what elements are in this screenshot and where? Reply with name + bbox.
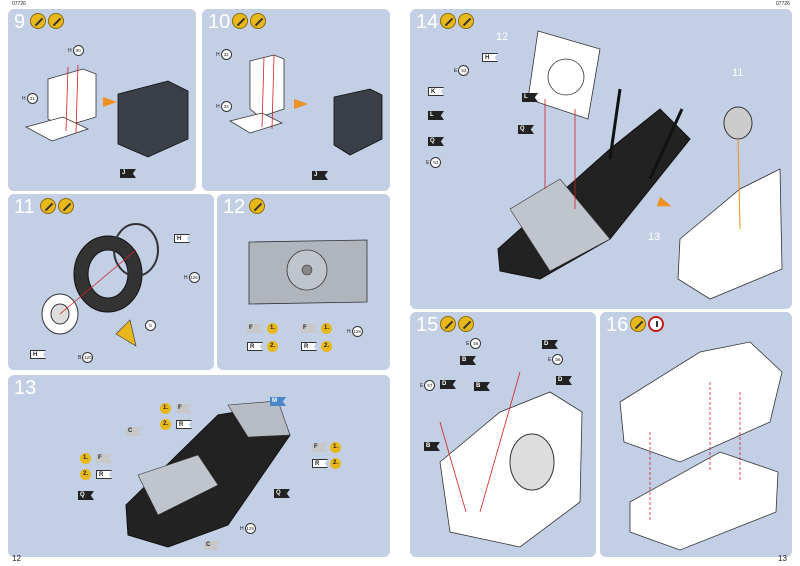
step-order-2-top: 2. (160, 419, 171, 430)
decal-flag-c-bottom: C (204, 541, 220, 550)
callout-part-8: 8 (748, 512, 755, 524)
callout-part-12: 12 (496, 31, 509, 43)
decal-flag-d-top: D (542, 340, 558, 349)
body-assembly-drawing (497, 30, 783, 300)
header-right-code: 07726 (776, 1, 790, 7)
decal-flag-f-left: F (247, 324, 263, 333)
decal-flag-b-top: B (460, 356, 476, 365)
glue-icon (458, 316, 474, 332)
step-order-1-right: 1. (330, 442, 341, 453)
step-number: 9 (14, 11, 26, 33)
step-number: 16 (606, 314, 629, 336)
front-assembly-drawing (439, 371, 583, 548)
final-assembly-drawing (619, 341, 783, 551)
brush-icon (440, 316, 456, 332)
decal-flag-q-left: Q (428, 137, 444, 146)
decal-flag-l-right: L (522, 93, 538, 102)
brush-icon (30, 13, 46, 29)
step-16-panel: 16 8 (600, 312, 792, 557)
step-order-2-left: 2. (267, 341, 278, 352)
step-number: 12 (223, 196, 246, 218)
glue-icon (48, 13, 64, 29)
decal-flag-c-top: C (126, 427, 142, 436)
step-order-1-left: 1. (80, 453, 91, 464)
brush-icon (40, 198, 56, 214)
callout-part-11: 11 (732, 67, 744, 79)
glue-icon (58, 198, 74, 214)
step-number: 14 (416, 11, 439, 33)
wheel-drawing (41, 223, 159, 347)
step-13-panel: 13 M 1. F 2. R C 1. F 2. R Q F 1. R 2. Q… (8, 375, 390, 557)
step-number: 10 (208, 11, 231, 33)
decal-flag-q-right: Q (518, 125, 534, 134)
decal-flag-b-mid: B (474, 382, 490, 391)
brush-icon (249, 198, 265, 214)
decal-flag-j: J (120, 169, 136, 178)
page-number-right: 13 (778, 554, 787, 563)
brush-icon (630, 316, 646, 332)
assembly-arrow (103, 97, 117, 107)
page-number-left: 12 (12, 554, 21, 563)
chassis-drawing (125, 400, 291, 548)
step-number: 15 (416, 314, 439, 336)
brush-icon (232, 13, 248, 29)
decal-flag-q-left: Q (78, 491, 94, 500)
part-label-5: 5 (144, 320, 156, 331)
decal-flag-q-right: Q (274, 489, 290, 498)
step-order-1-right: 1. (321, 323, 332, 334)
decal-flag-b-bottom: B (424, 442, 440, 451)
decal-flag-m: M (270, 397, 286, 406)
glue-icon (458, 13, 474, 29)
decal-flag-l-left: L (428, 111, 444, 120)
step-number: 11 (14, 196, 35, 218)
decal-flag-f-right: F (301, 324, 317, 333)
decal-flag-f-right: F (312, 443, 328, 452)
decal-flag-d-left: D (440, 380, 456, 389)
step-order-2-left: 2. (80, 469, 91, 480)
bench-seat-drawing (24, 64, 189, 158)
glue-icon (250, 13, 266, 29)
clock-icon (648, 316, 664, 332)
decal-flag-f-left: F (96, 454, 112, 463)
assembly-arrow (294, 99, 308, 109)
decal-flag-f-top: F (176, 404, 192, 413)
step-number: 13 (14, 377, 37, 399)
step-order-1-top: 1. (160, 403, 171, 414)
header-left-code: 07726 (12, 1, 26, 7)
grille-drawing (248, 239, 368, 305)
decal-flag-d-right: D (556, 376, 572, 385)
callout-part-13: 13 (648, 231, 661, 243)
single-seat-drawing (228, 54, 383, 156)
decal-flag-j: J (312, 171, 328, 180)
step-order-2-right: 2. (321, 341, 332, 352)
step-order-2-right: 2. (330, 458, 341, 469)
step-order-1-left: 1. (267, 323, 278, 334)
brush-icon (440, 13, 456, 29)
